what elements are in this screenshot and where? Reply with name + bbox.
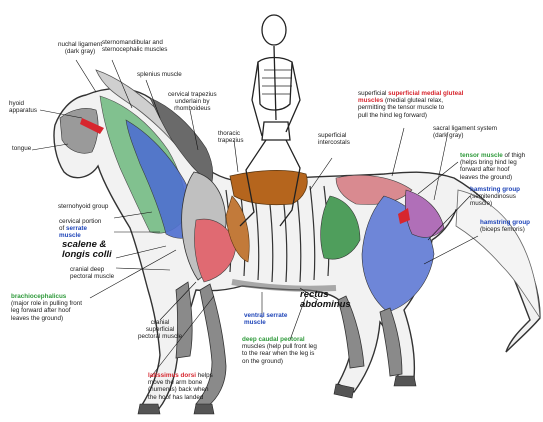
- label-cranial-deep-line1: cranial deep: [70, 266, 114, 273]
- label-rectus-line2: abdominus: [300, 300, 351, 310]
- label-medial-gluteal-name2: muscles: [358, 97, 383, 104]
- label-deep-caudal-name: deep caudal pectoral: [242, 336, 317, 343]
- label-brachiocephalicus-desc2: leg forward after hoof: [11, 307, 82, 314]
- label-hamstring-biceps: hamstring group (biceps femoris): [480, 219, 530, 233]
- label-cervical-trapezius: cervical trapezius underlain by rhomboid…: [168, 91, 217, 113]
- label-medial-gluteal-desc3: pull the hind leg forward): [358, 112, 463, 119]
- label-cranial-superficial-line2: superficial: [138, 326, 182, 333]
- label-medial-gluteal-desc1: (medial gluteal relax,: [385, 97, 443, 104]
- label-sternohyoid: sternohyoid group: [58, 203, 108, 210]
- label-intercostals: superficial intercostals: [318, 132, 350, 146]
- label-nuchal-ligament-line1: nuchal ligament: [58, 41, 102, 48]
- label-sterno-muscles: sternomandibular and sternocephalic musc…: [102, 39, 167, 53]
- label-tensor-name: tensor muscle: [460, 152, 503, 159]
- label-cranial-superficial-line3: pectoral muscle: [138, 333, 182, 340]
- label-sterno-line2: sternocephalic muscles: [102, 46, 167, 53]
- label-nuchal-ligament: nuchal ligament (dark gray): [58, 41, 102, 55]
- label-tensor-desc3: leaves the ground): [460, 174, 525, 181]
- label-serrate-line2: of serrate: [59, 225, 101, 232]
- label-serrate-pre2: of: [59, 225, 64, 232]
- label-hamstring-semi-name: hamstring group: [470, 186, 520, 193]
- label-cervical-trapezius-line2: underlain by: [168, 98, 217, 105]
- label-medial-gluteal-line2: muscles (medial gluteal relax,: [358, 97, 463, 104]
- label-cranial-deep-pectoral: cranial deep pectoral muscle: [70, 266, 114, 280]
- label-latissimus-desc3: the hoof has landed: [148, 394, 213, 401]
- label-latissimus-suffix: helps: [198, 372, 213, 379]
- label-latissimus-dorsi: latissimus dorsi helps move the arm bone…: [148, 372, 213, 401]
- label-tensor-muscle: tensor muscle of thigh (helps bring hind…: [460, 152, 525, 181]
- label-hamstring-semi: hamstring group (semitendinosus muscle): [470, 186, 520, 208]
- label-intercostals-line2: intercostals: [318, 139, 350, 146]
- label-cervical-trapezius-line3: rhomboideus: [168, 105, 217, 112]
- label-brachiocephalicus-desc3: leaves the ground): [11, 315, 82, 322]
- label-ventral-serrate-line1: ventral serrate: [244, 312, 287, 319]
- label-scalene-line2: longis colli: [62, 250, 112, 260]
- label-splenius: splenius muscle: [137, 71, 182, 78]
- label-sacral-line1: sacral ligament system: [433, 125, 497, 132]
- label-tongue: tongue: [12, 145, 31, 152]
- label-deep-caudal-pectoral: deep caudal pectoral muscles (help pull …: [242, 336, 317, 365]
- label-hamstring-biceps-desc: (biceps femoris): [480, 226, 530, 233]
- label-hamstring-biceps-name: hamstring group: [480, 219, 530, 226]
- label-sacral-ligament: sacral ligament system (dark gray): [433, 125, 497, 139]
- label-tensor-line1: tensor muscle of thigh: [460, 152, 525, 159]
- label-brachiocephalicus: brachiocephalicus (major role in pulling…: [11, 293, 82, 322]
- label-sterno-line1: sternomandibular and: [102, 39, 167, 46]
- label-hyoid-apparatus: hyoid apparatus: [9, 100, 37, 114]
- label-brachiocephalicus-desc1: (major role in pulling front: [11, 300, 82, 307]
- label-ventral-serrate: ventral serrate muscle: [244, 312, 287, 326]
- label-sacral-line2: (dark gray): [433, 132, 497, 139]
- label-cranial-deep-line2: pectoral muscle: [70, 273, 114, 280]
- label-nuchal-ligament-line2: (dark gray): [58, 48, 102, 55]
- label-brachiocephalicus-name: brachiocephalicus: [11, 293, 82, 300]
- label-medial-gluteal: superficial superficial medial gluteal m…: [358, 90, 463, 119]
- label-cervical-trapezius-line1: cervical trapezius: [168, 91, 217, 98]
- label-hyoid-line2: apparatus: [9, 107, 37, 114]
- label-latissimus-desc2: (humerus) back when: [148, 386, 213, 393]
- tail: [456, 190, 540, 318]
- label-thoracic-trapezius-line1: thoracic: [218, 130, 244, 137]
- label-deep-caudal-desc2: to the rear when the leg is: [242, 350, 317, 357]
- label-medial-gluteal-line1: superficial superficial medial gluteal: [358, 90, 463, 97]
- label-thoracic-trapezius: thoracic trapezius: [218, 130, 244, 144]
- label-thoracic-trapezius-line2: trapezius: [218, 137, 244, 144]
- label-cranial-superficial-pectoral: cranial superficial pectoral muscle: [138, 319, 182, 341]
- label-medial-gluteal-desc2: permitting the tensor muscle to: [358, 104, 463, 111]
- label-rectus-abdominus: rectus abdominus: [300, 290, 351, 310]
- label-intercostals-line1: superficial: [318, 132, 350, 139]
- label-tensor-desc2: forward after hoof: [460, 166, 525, 173]
- label-deep-caudal-desc3: on the ground): [242, 358, 317, 365]
- label-scalene-longis: scalene & longis colli: [62, 240, 112, 260]
- label-medial-gluteal-name: superficial medial gluteal: [388, 90, 463, 97]
- label-cranial-superficial-line1: cranial: [138, 319, 182, 326]
- label-hamstring-semi-desc2: muscle): [470, 200, 520, 207]
- label-serrate-name: serrate: [66, 225, 87, 232]
- label-hamstring-semi-desc1: (semitendinosus: [470, 193, 520, 200]
- label-latissimus-line1: latissimus dorsi helps: [148, 372, 213, 379]
- label-serrate-cervical: cervical portion of serrate muscle: [59, 218, 101, 240]
- label-tensor-desc1: (helps bring hind leg: [460, 159, 525, 166]
- label-tensor-suffix: of thigh: [504, 152, 525, 159]
- label-serrate-pre1: cervical portion: [59, 218, 101, 225]
- label-latissimus-name: latissimus dorsi: [148, 372, 196, 379]
- label-hyoid-line1: hyoid: [9, 100, 37, 107]
- label-latissimus-desc1: move the arm bone: [148, 379, 213, 386]
- label-ventral-serrate-line2: muscle: [244, 319, 287, 326]
- label-deep-caudal-desc1: muscles (help pull front leg: [242, 343, 317, 350]
